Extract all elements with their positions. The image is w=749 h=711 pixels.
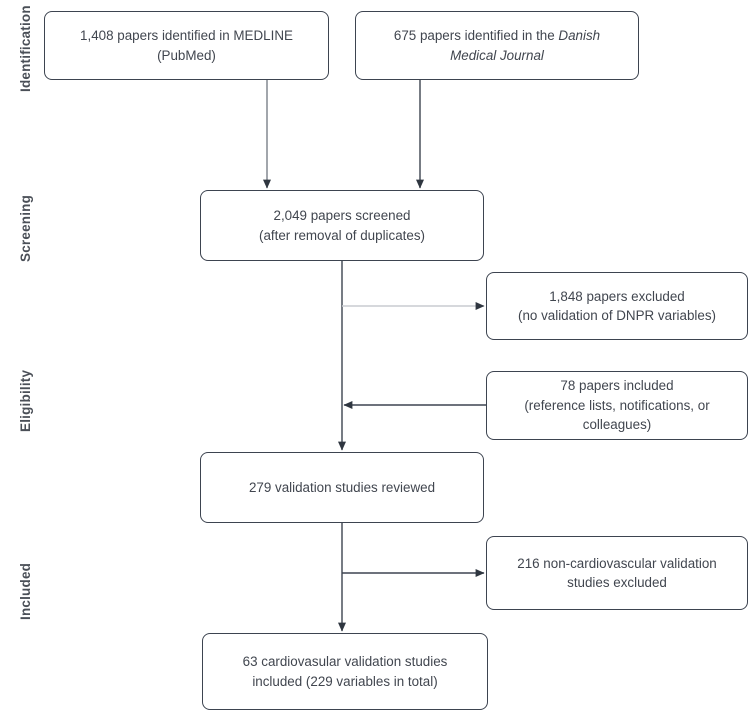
node-excluded-no-validation-line2: (no validation of DNPR variables) (518, 308, 716, 323)
node-reviewed-line1: 279 validation studies reviewed (248, 479, 436, 495)
node-cv-included-line1: 63 cardiovasular validation studies (242, 654, 448, 670)
node-excluded-no-validation-line1: 1,848 papers excluded (549, 288, 685, 304)
node-medline-line1: 1,408 papers identified in MEDLINE (80, 28, 293, 44)
node-cardiovascular-included: 63 cardiovasular validation studies incl… (202, 633, 488, 710)
node-medline: 1,408 papers identified in MEDLINE (PubM… (44, 11, 329, 80)
node-other-sources-line3: colleagues) (582, 417, 652, 433)
node-danish-medical-journal: 675 papers identified in the Danish Medi… (355, 11, 639, 80)
node-non-cardiovascular-excluded: 216 non-cardiovascular validation studie… (486, 536, 748, 610)
node-excluded-no-validation: 1,848 papers excluded (no validation of … (486, 272, 748, 340)
node-dmj-journal-name-part2: Medical Journal (450, 47, 544, 63)
node-non-cv-excluded-line1: 216 non-cardiovascular validation (517, 555, 717, 571)
stage-label-included: Included (18, 562, 33, 620)
node-screened-line2: (after removal of duplicates) (259, 227, 425, 243)
node-other-sources-line2: (reference lists, notifications, or (524, 397, 710, 413)
stage-label-identification: Identification (18, 5, 33, 92)
node-cv-included-line2: included (229 variables in total) (252, 673, 438, 689)
node-other-sources-line1: 78 papers included (560, 378, 674, 394)
stage-label-screening: Screening (18, 194, 33, 262)
node-validation-studies-reviewed: 279 validation studies reviewed (200, 452, 484, 523)
node-dmj-journal-name-part1: Danish (558, 28, 601, 44)
node-screened-line1: 2,049 papers screened (273, 208, 411, 224)
node-medline-line2: (PubMed) (157, 47, 216, 63)
node-non-cv-excluded-line2: studies excluded (567, 575, 667, 590)
node-dmj-line1-pre: 675 papers identified in the (393, 28, 559, 44)
node-papers-included-other-sources: 78 papers included (reference lists, not… (486, 371, 748, 440)
node-screened: 2,049 papers screened (after removal of … (200, 190, 484, 261)
stage-label-eligibility: Eligibility (18, 369, 33, 432)
